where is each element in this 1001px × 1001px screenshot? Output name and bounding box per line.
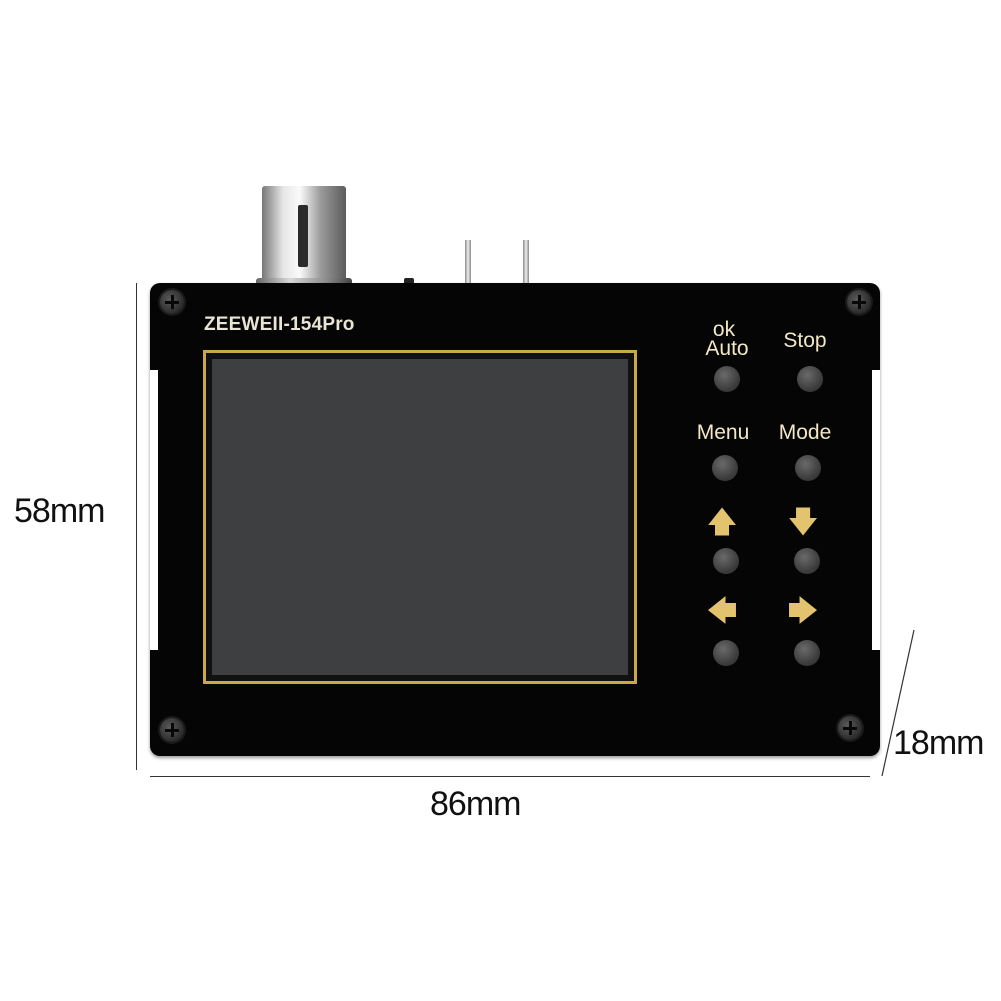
- depth-dimension-label: 18mm: [893, 724, 984, 762]
- arrow-up-icon: 🡅: [706, 506, 738, 539]
- width-dimension-line: [150, 776, 870, 777]
- down-button[interactable]: [794, 548, 820, 574]
- left-button[interactable]: [713, 640, 739, 666]
- pin-right: [523, 240, 529, 302]
- stop-button[interactable]: [797, 366, 823, 392]
- height-dimension-label: 58mm: [14, 492, 105, 530]
- menu-button[interactable]: [712, 455, 738, 481]
- stop-label: Stop: [783, 329, 827, 352]
- menu-label: Menu: [696, 421, 750, 444]
- arrow-right-icon: 🡆: [787, 595, 819, 628]
- depth-dimension-line: [881, 629, 915, 777]
- left-notch: [150, 370, 158, 650]
- ok-label: ok: [712, 318, 736, 341]
- pin-left: [465, 240, 471, 302]
- screw-top-right: [847, 290, 871, 314]
- up-button[interactable]: [713, 548, 739, 574]
- mode-button[interactable]: [795, 455, 821, 481]
- auto-label: Auto: [705, 337, 749, 360]
- arrow-left-icon: 🡄: [706, 595, 738, 628]
- height-dimension-line: [136, 283, 137, 770]
- brand-label: ZEEWEII-154Pro: [204, 314, 355, 335]
- lcd-screen: [212, 359, 628, 675]
- width-dimension-label: 86mm: [430, 785, 521, 823]
- mode-label: Mode: [778, 421, 832, 444]
- ok-auto-button[interactable]: [714, 366, 740, 392]
- arrow-down-icon: 🡇: [787, 506, 819, 539]
- screw-bottom-left: [160, 718, 184, 742]
- right-notch: [872, 370, 880, 650]
- screw-top-left: [160, 290, 184, 314]
- screw-bottom-right: [838, 716, 862, 740]
- bnc-slot: [298, 205, 308, 267]
- right-button[interactable]: [794, 640, 820, 666]
